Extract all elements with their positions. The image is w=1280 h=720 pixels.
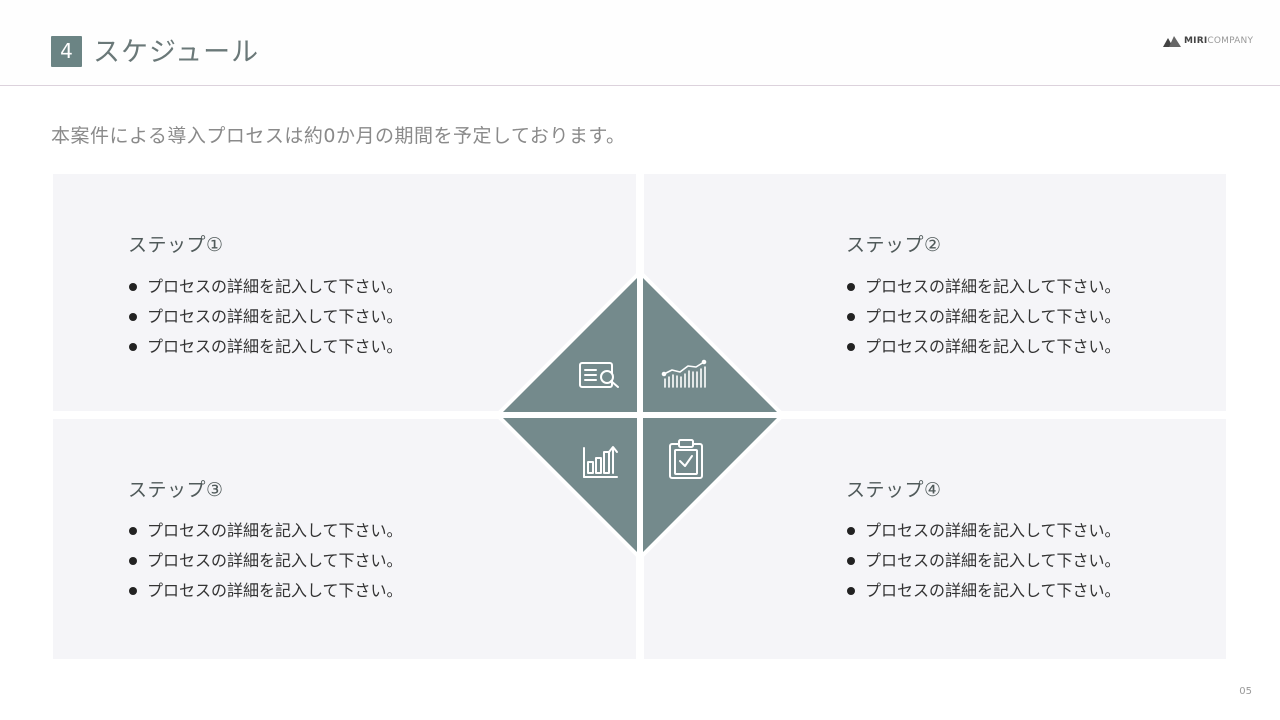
step-4-title: ステップ④ — [846, 479, 942, 501]
step-1-item: プロセスの詳細を記入して下さい。 — [128, 302, 403, 332]
step-1-list: プロセスの詳細を記入して下さい。 プロセスの詳細を記入して下さい。 プロセスの詳… — [128, 272, 403, 362]
step-1-title: ステップ① — [128, 234, 224, 256]
step-3-title: ステップ③ — [128, 479, 224, 501]
step-4-list: プロセスの詳細を記入して下さい。 プロセスの詳細を記入して下さい。 プロセスの詳… — [846, 516, 1121, 606]
step-3-item: プロセスの詳細を記入して下さい。 — [128, 576, 403, 606]
step-4-item: プロセスの詳細を記入して下さい。 — [846, 546, 1121, 576]
step-4-item: プロセスの詳細を記入して下さい。 — [846, 516, 1121, 546]
slide-header: 4 スケジュール MIRICOMPANY — [0, 0, 1280, 86]
step-2-title: ステップ② — [846, 234, 942, 256]
page-number: 05 — [1239, 686, 1252, 697]
step-1-item: プロセスの詳細を記入して下さい。 — [128, 332, 403, 362]
step-2-item: プロセスの詳細を記入して下さい。 — [846, 302, 1121, 332]
section-number-badge: 4 — [51, 36, 82, 67]
step-2-item: プロセスの詳細を記入して下さい。 — [846, 272, 1121, 302]
page-title: スケジュール — [93, 37, 260, 68]
step-1-item: プロセスの詳細を記入して下さい。 — [128, 272, 403, 302]
step-3-item: プロセスの詳細を記入して下さい。 — [128, 546, 403, 576]
step-2-list: プロセスの詳細を記入して下さい。 プロセスの詳細を記入して下さい。 プロセスの詳… — [846, 272, 1121, 362]
step-2-item: プロセスの詳細を記入して下さい。 — [846, 332, 1121, 362]
step-4-item: プロセスの詳細を記入して下さい。 — [846, 576, 1121, 606]
slide-subtitle: 本案件による導入プロセスは約0か月の期間を予定しております。 — [51, 125, 626, 147]
company-logo: MIRICOMPANY — [1163, 35, 1253, 47]
step-3-list: プロセスの詳細を記入して下さい。 プロセスの詳細を記入して下さい。 プロセスの詳… — [128, 516, 403, 606]
step-3-item: プロセスの詳細を記入して下さい。 — [128, 516, 403, 546]
mountain-logo-icon — [1163, 35, 1181, 47]
logo-text: MIRICOMPANY — [1184, 36, 1254, 46]
